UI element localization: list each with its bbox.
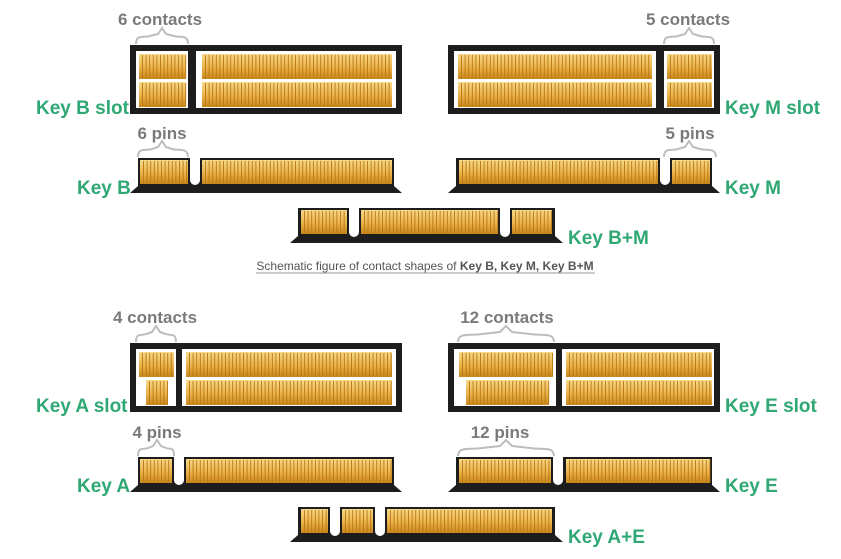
key-a-card — [130, 457, 402, 492]
key-a-pins-brace — [137, 438, 175, 457]
key-m-pins-brace — [663, 139, 717, 158]
key-m-slot — [448, 45, 720, 114]
key-a-slot-label: Key A slot — [36, 396, 128, 417]
contact-strip — [459, 459, 551, 483]
key-b-card — [130, 158, 402, 193]
key-m-label: Key M — [725, 178, 781, 199]
key-e-label: Key E — [725, 476, 778, 497]
key-a-pins-label: 4 pins — [132, 423, 181, 442]
key-ae-label: Key A+E — [568, 527, 645, 548]
contact-strip — [342, 509, 373, 533]
contact-strip — [301, 509, 328, 533]
key-b-slot-label: Key B slot — [36, 98, 130, 119]
key-m-pins-label: 5 pins — [665, 124, 714, 143]
contact-strip — [140, 160, 188, 184]
contact-strip — [566, 352, 712, 377]
top-caption: Schematic figure of contact shapes of Ke… — [256, 259, 593, 273]
key-a-slot-contacts-label: 4 contacts — [113, 308, 197, 327]
key-bm-label: Key B+M — [568, 228, 649, 249]
top-caption-prefix: Schematic figure of contact shapes of — [256, 259, 459, 273]
key-e-slot — [448, 343, 720, 412]
key-a-slot — [130, 343, 402, 412]
key-m-card — [448, 158, 720, 193]
key-b-label: Key B — [77, 178, 131, 199]
key-b-pins-brace — [137, 139, 189, 158]
key-m-slot-contacts-label: 5 contacts — [646, 10, 730, 29]
contact-strip — [186, 380, 392, 405]
contact-strip — [140, 459, 172, 483]
contact-strip — [186, 352, 392, 377]
key-a-label: Key A — [77, 476, 130, 497]
key-b-slot — [130, 45, 402, 114]
key-e-pins-label: 12 pins — [471, 423, 530, 442]
key-ae-card — [290, 507, 563, 542]
contact-strip — [566, 380, 712, 405]
key-e-slot-label: Key E slot — [725, 396, 818, 417]
key-bm-card — [290, 208, 563, 243]
contact-strip — [301, 210, 347, 234]
key-b-slot-contacts-brace — [135, 26, 189, 45]
key-m-slot-contacts-brace — [663, 26, 715, 45]
key-b-slot-contacts-label: 6 contacts — [118, 10, 202, 29]
key-a-slot-contacts-brace — [135, 324, 177, 343]
contact-strip — [186, 459, 392, 483]
key-e-slot-contacts-label: 12 contacts — [460, 308, 554, 327]
top-caption-keys: Key B, Key M, Key B+M — [460, 259, 594, 273]
key-e-pins-brace — [457, 438, 555, 457]
key-m-slot-label: Key M slot — [725, 98, 821, 119]
key-b-pins-label: 6 pins — [137, 124, 186, 143]
contact-strip — [672, 160, 710, 184]
contact-strip — [466, 380, 549, 405]
key-e-card — [448, 457, 720, 492]
contact-strip — [512, 210, 552, 234]
key-e-slot-contacts-brace — [457, 324, 555, 343]
